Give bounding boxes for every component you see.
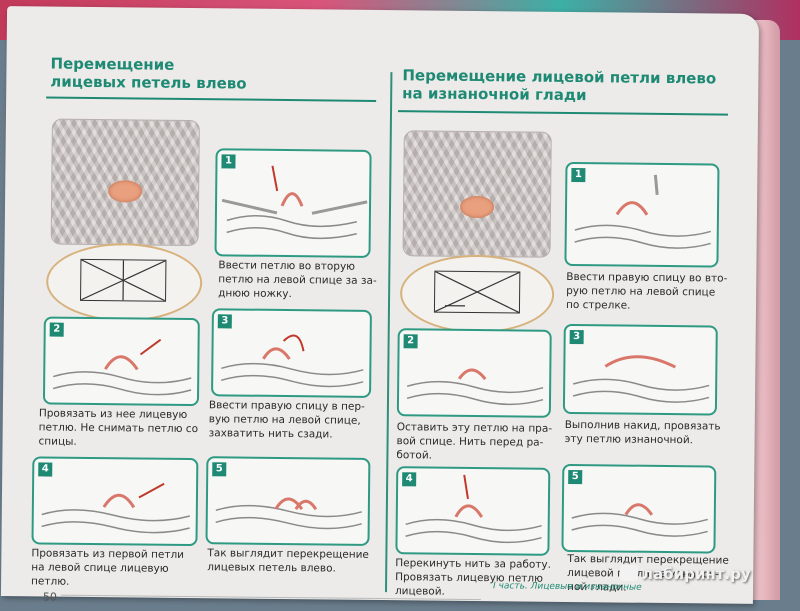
crossed-stitch	[108, 180, 142, 202]
caption-line: захватить нить сзади.	[209, 426, 365, 442]
right-step-3-card: 3	[563, 324, 718, 416]
step-illustration	[208, 458, 369, 544]
left-cross-symbol	[80, 259, 166, 302]
watermark-text: лабиринт.ру	[642, 565, 751, 583]
caption-line: петлю.	[31, 574, 184, 590]
step-illustration	[565, 326, 716, 414]
page-number: 50	[43, 590, 57, 603]
right-step-4-card: 4	[395, 466, 550, 556]
left-symbol-oval	[46, 243, 203, 323]
right-knit-photo	[403, 130, 552, 258]
caption-line: лицевых петель влево.	[207, 560, 369, 576]
caption-line: по стрелке.	[566, 298, 727, 314]
left-step-4-card: 4	[31, 456, 198, 546]
right-step-1-card: 1	[564, 162, 719, 268]
right-title: Перемещение лицевой петли влево на изнан…	[402, 66, 716, 105]
step-illustration	[33, 458, 196, 544]
right-step-2-card: 2	[397, 328, 552, 418]
right-step-2-caption: Оставить эту петлю на пра- вой спице. Ни…	[396, 420, 552, 464]
left-step-5-card: 5	[205, 456, 370, 546]
right-symbol-oval	[400, 254, 555, 334]
right-step-3-caption: Выполнив накид, провязать эту петлю изна…	[565, 418, 721, 448]
watermark: лабиринт.ру	[620, 565, 751, 583]
labirint-logo-icon	[620, 565, 638, 581]
step-illustration	[45, 319, 198, 405]
right-title-line2: на изнаночной глади	[402, 84, 716, 105]
step-illustration	[213, 310, 370, 396]
left-title: Перемещение лицевых петель влево	[50, 55, 247, 93]
left-title-line2: лицевых петель влево	[50, 73, 246, 93]
caption-line: ботой.	[396, 448, 552, 464]
right-step-4-caption: Перекинуть нить за работу. Провязать лиц…	[395, 556, 551, 600]
left-step-5-caption: Так выглядит перекрещение лицевых петель…	[207, 546, 369, 576]
left-title-line1: Перемещение	[50, 55, 246, 75]
left-step-2-card: 2	[43, 316, 200, 406]
left-step-1-caption: Ввести петлю во вторую петлю на левой сп…	[218, 258, 377, 302]
step-illustration	[397, 468, 548, 554]
step-illustration	[217, 150, 370, 256]
caption-line: спицы.	[38, 434, 197, 450]
caption-line: днюю ножку.	[218, 286, 377, 302]
left-step-3-card: 3	[211, 308, 372, 398]
column-divider	[385, 72, 392, 592]
step-illustration	[563, 466, 714, 552]
step-illustration	[566, 164, 717, 266]
right-step-1-caption: Ввести правую спицу во вто- рую петлю на…	[566, 270, 728, 314]
left-step-1-card: 1	[215, 148, 372, 258]
left-knit-photo	[51, 119, 200, 247]
left-title-rule	[46, 96, 376, 101]
left-step-3-caption: Ввести правую спицу в пер- вую петлю на …	[209, 398, 365, 442]
right-title-rule	[398, 110, 728, 115]
book-page: Перемещение лицевых петель влево 1 Ввест…	[1, 6, 759, 604]
left-step-2-caption: Провязать из нее лицевую петлю. Не снима…	[38, 406, 198, 450]
left-step-4-caption: Провязать из первой петли на левой спице…	[31, 546, 184, 590]
step-illustration	[399, 330, 550, 416]
right-step-5-card: 5	[561, 464, 716, 554]
caption-line: эту петлю изнаночной.	[565, 432, 721, 448]
right-cross-symbol	[434, 271, 520, 314]
crossed-stitch	[460, 196, 494, 218]
